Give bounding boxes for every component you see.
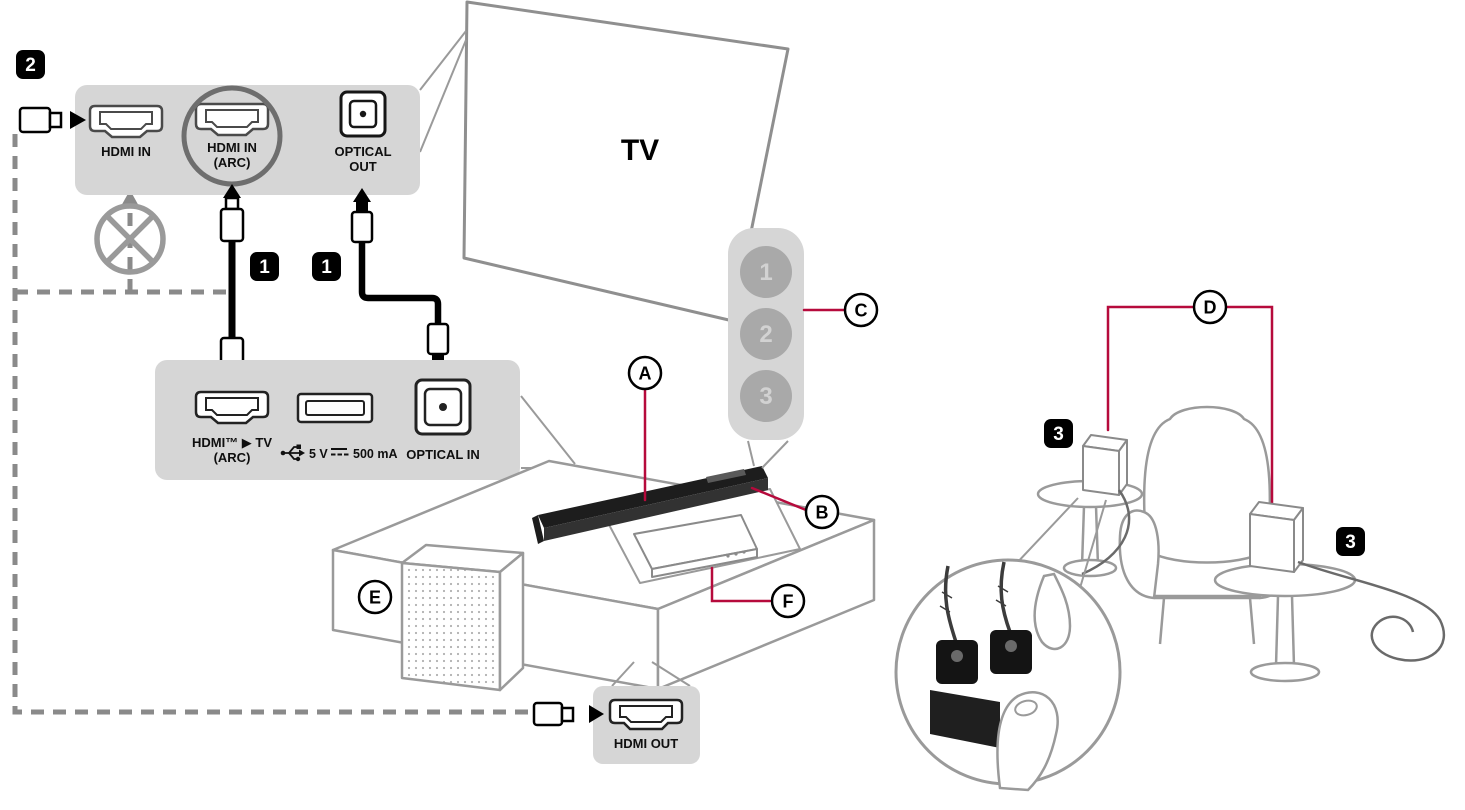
- hdmi-out-panel: HDMI OUT: [593, 686, 700, 764]
- svg-text:A: A: [639, 364, 652, 384]
- usb-port-icon: [296, 392, 374, 424]
- side-table-right: [1213, 562, 1357, 683]
- svg-text:1: 1: [759, 259, 772, 286]
- subwoofer: [400, 543, 525, 692]
- svg-text:B: B: [816, 503, 829, 523]
- control-button-3: 3: [740, 370, 792, 422]
- tv-stand-side: [656, 518, 876, 691]
- callout-f-line: [710, 566, 772, 603]
- step-badge-3-right: 3: [1336, 527, 1365, 556]
- optical-cable-1: [350, 188, 450, 378]
- speaker-wire-left: [1081, 489, 1131, 576]
- optical-in-label: OPTICAL IN: [406, 447, 479, 462]
- soundbar-hdmi-arc-label-line2: (ARC): [214, 450, 251, 465]
- hdmi-in-port-icon: [88, 104, 164, 139]
- usb-voltage-label: 5 V: [309, 447, 328, 461]
- control-button-2: 2: [740, 308, 792, 360]
- callout-b: B: [804, 494, 840, 530]
- svg-text:1: 1: [321, 257, 332, 278]
- hdmi-cable-2-bottom-connector: [532, 701, 604, 727]
- svg-text:3: 3: [1053, 424, 1064, 445]
- hdmi-out-leader-lines: [611, 661, 691, 687]
- svg-text:3: 3: [1345, 532, 1356, 553]
- tv-panel-leader-lines: [419, 30, 467, 153]
- optical-out-port-icon: [339, 90, 387, 138]
- callout-b-line: [750, 486, 808, 512]
- soundbar-display: [706, 469, 746, 483]
- arrow-up-icon: [223, 184, 241, 198]
- hdmi-arc-label-line1: HDMI IN: [207, 140, 257, 155]
- soundbar: [532, 466, 768, 544]
- soundbar-panel-leader-lines: [520, 395, 576, 469]
- finger-holding: [1033, 572, 1072, 651]
- wire-twist-marks: [939, 585, 1009, 613]
- svg-text:D: D: [1204, 298, 1217, 318]
- step-badge-1b: 1: [312, 252, 341, 281]
- surround-speaker-right: [1249, 501, 1304, 573]
- soundbar-rear-panel: HDMI™ ▶ TV (ARC) 5 V 500 mA: [155, 360, 520, 480]
- hdmi-in-label: HDMI IN: [101, 144, 151, 159]
- control-button-1: 1: [740, 246, 792, 298]
- svg-text:F: F: [783, 592, 794, 612]
- hdmi-out-label: HDMI OUT: [614, 736, 678, 751]
- speaker-wire-right: [1297, 560, 1446, 662]
- arrow-right-icon: [70, 111, 86, 129]
- svg-text:1: 1: [259, 257, 270, 278]
- terminal-housing: [930, 690, 1000, 748]
- svg-text:E: E: [369, 588, 381, 608]
- step-badge-3-left: 3: [1044, 419, 1073, 448]
- svg-text:3: 3: [759, 383, 772, 410]
- speaker-terminal-clips: [936, 630, 1032, 684]
- usb-icon: [280, 444, 305, 462]
- hdmi-out-port-icon: [608, 698, 684, 731]
- media-device: [633, 514, 758, 578]
- usb-current-label: 500 mA: [353, 447, 397, 461]
- speaker-wire-end-left: [943, 565, 958, 643]
- callout-c: C: [843, 292, 879, 328]
- arrow-up-icon: [353, 188, 371, 202]
- hdmi-cable-2-connector: [18, 106, 86, 134]
- callout-f: F: [770, 583, 806, 619]
- hdmi-arc-label-line2: (ARC): [214, 155, 251, 170]
- control-buttons-panel: 1 2 3: [728, 228, 804, 469]
- finger-pressing: [996, 691, 1059, 792]
- connection-detail-magnifier: [894, 558, 1122, 792]
- svg-text:C: C: [855, 301, 868, 321]
- optical-out-label-line2: OUT: [349, 159, 377, 174]
- control-panel-leader-lines: [747, 440, 789, 469]
- callout-d-lines: [1106, 305, 1274, 507]
- callout-a: A: [627, 355, 663, 391]
- speaker-wire-end-right: [999, 561, 1012, 633]
- prohibition-icon: [94, 203, 166, 275]
- optical-in-port-icon: [414, 378, 472, 436]
- fingernail: [1014, 699, 1038, 717]
- tv-label: TV: [621, 134, 659, 167]
- optical-out-label-line1: OPTICAL: [334, 144, 391, 159]
- step-badge-2: 2: [16, 50, 45, 79]
- soundbar-hdmi-arc-label-line1: HDMI™ ▶ TV: [192, 435, 272, 450]
- surround-speaker-left: [1082, 434, 1128, 496]
- svg-text:2: 2: [25, 55, 36, 76]
- step-badge-1a: 1: [250, 252, 279, 281]
- dc-symbol-icon: [331, 448, 349, 456]
- magnifier-leader-lines: [1013, 497, 1107, 589]
- arrow-right-icon: [589, 705, 604, 723]
- callout-e: E: [357, 579, 393, 615]
- tv-rear-panel: HDMI IN HDMI IN (ARC) OPTICAL OUT: [75, 85, 420, 195]
- svg-text:2: 2: [759, 321, 772, 348]
- callout-d: D: [1192, 289, 1228, 325]
- hdmi-arc-out-port-icon: [194, 390, 270, 425]
- prohibited-direction-arrow: [120, 190, 140, 208]
- dashed-cable-route: [12, 134, 534, 715]
